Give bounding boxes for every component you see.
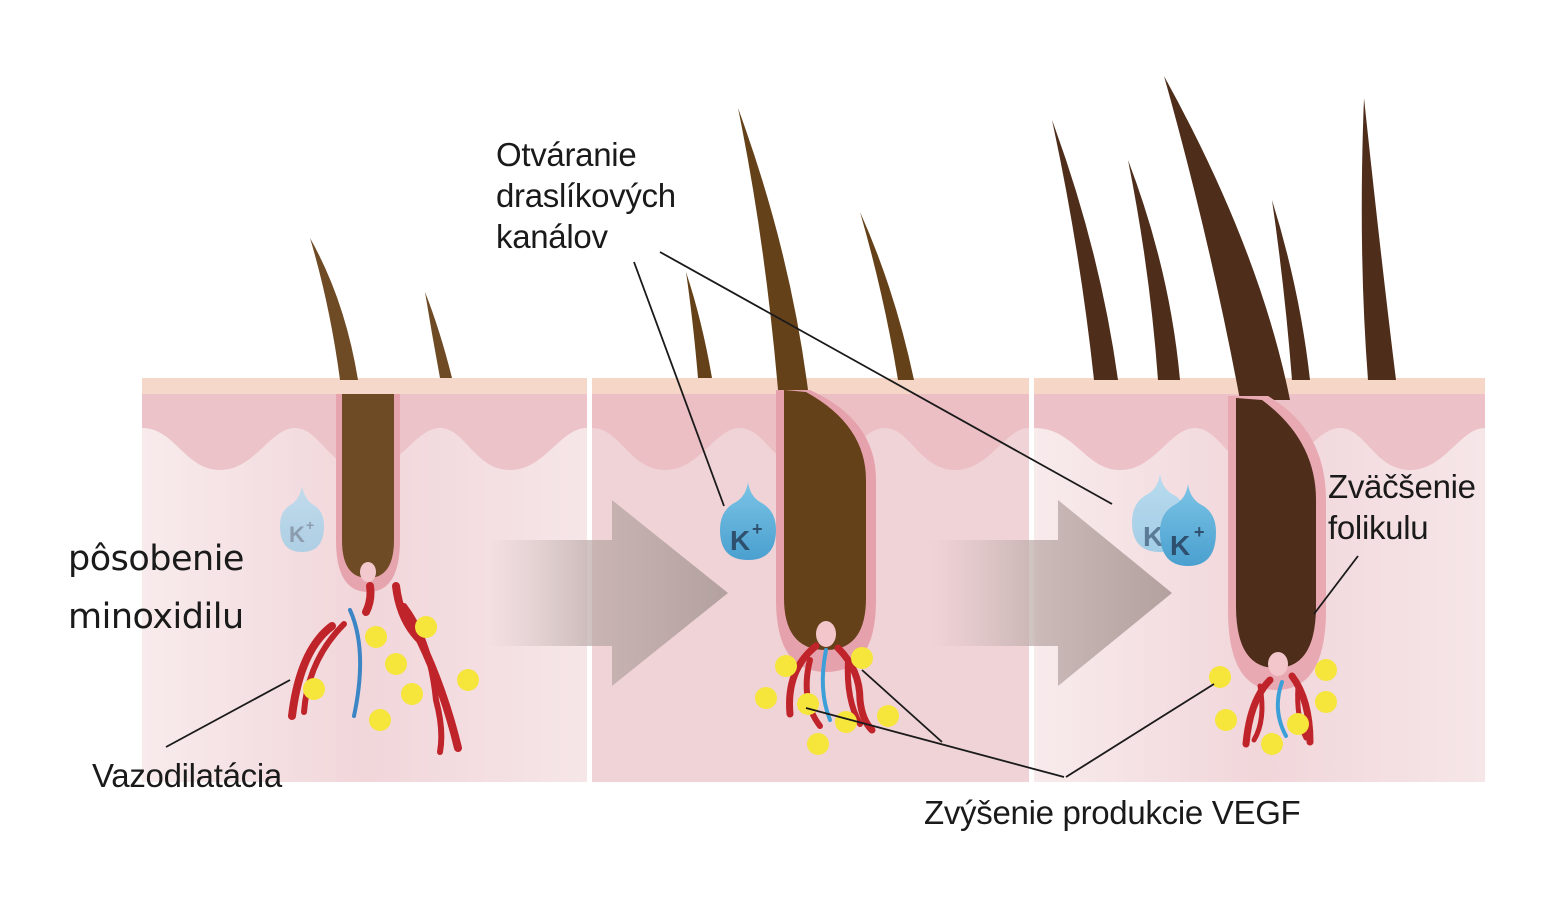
vegf-dots-1 bbox=[303, 616, 479, 731]
potassium-symbol: K bbox=[730, 525, 750, 556]
minoxidil-label-line2: minoxidilu bbox=[68, 597, 244, 637]
potassium-charge: + bbox=[752, 519, 763, 539]
follicle-enlargement-label-line1: Zväčšenie bbox=[1328, 468, 1476, 505]
potassium-symbol: K bbox=[289, 522, 305, 547]
potassium-channels-label-line3: kanálov bbox=[496, 218, 608, 255]
progress-arrow-2 bbox=[930, 500, 1172, 686]
hair-follicle-1 bbox=[310, 238, 452, 592]
potassium-channels-label-line1: Otváranie bbox=[496, 136, 637, 173]
potassium-ion-2: K + bbox=[720, 482, 776, 560]
potassium-ion-1: K + bbox=[280, 486, 324, 552]
vasodilation-label: Vazodilatácia bbox=[92, 757, 282, 794]
potassium-charge: + bbox=[306, 517, 314, 533]
vegf-production-label: Zvýšenie produkcie VEGF bbox=[924, 794, 1301, 831]
potassium-charge: + bbox=[1194, 522, 1205, 542]
follicle-enlargement-label-line2: folikulu bbox=[1328, 509, 1429, 546]
potassium-ion-3: K K + bbox=[1132, 474, 1216, 566]
vegf-dots-3 bbox=[1209, 659, 1337, 755]
hair-follicle-3 bbox=[1052, 76, 1396, 690]
vegf-dots-2 bbox=[755, 647, 899, 755]
potassium-symbol: K bbox=[1143, 521, 1163, 552]
minoxidil-label-line1: pôsobenie bbox=[68, 539, 244, 579]
potassium-channels-label-line2: draslíkových bbox=[496, 177, 676, 214]
potassium-symbol: K bbox=[1170, 530, 1190, 561]
progress-arrow-1 bbox=[488, 500, 728, 686]
hair-follicle-2 bbox=[686, 108, 914, 672]
leader-lines bbox=[165, 251, 1359, 778]
blood-vessels-1 bbox=[288, 582, 462, 755]
